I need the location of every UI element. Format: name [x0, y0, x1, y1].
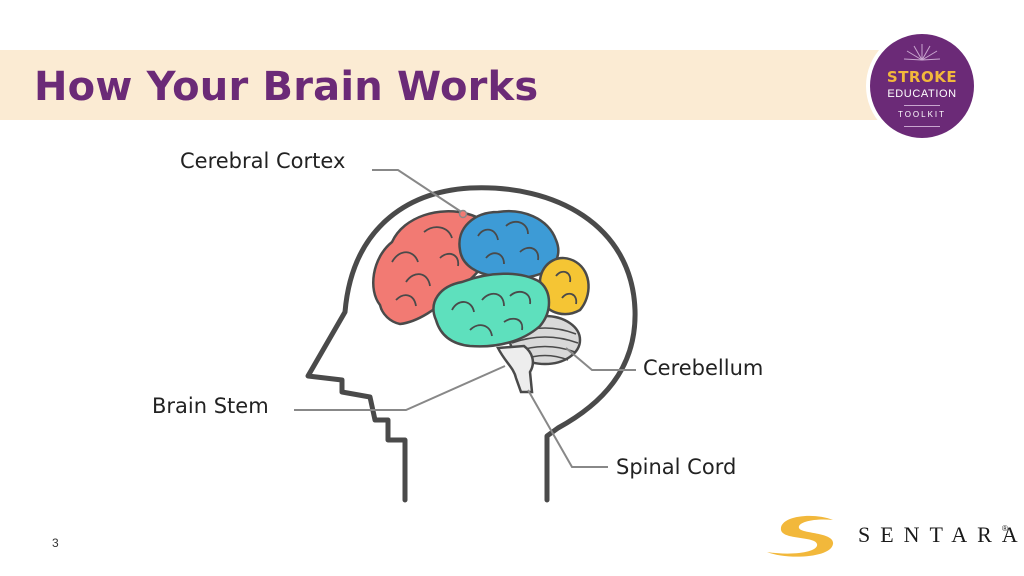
cerebral-cortex-leader — [372, 169, 464, 214]
brain-stem-label: Brain Stem — [152, 394, 269, 418]
cerebellum-label: Cerebellum — [643, 356, 764, 380]
brain-stem-leader — [294, 365, 506, 411]
title-band — [0, 50, 900, 120]
badge-circle: STROKE EDUCATION TOOLKIT — [870, 34, 974, 138]
cerebellum-leader — [565, 347, 636, 371]
brain-stem-shape — [496, 344, 535, 394]
cerebral-cortex-label: Cerebral Cortex — [180, 149, 346, 173]
brain-diagram — [294, 169, 638, 503]
badge-education-text: EDUCATION — [887, 88, 957, 100]
badge-divider — [904, 126, 940, 127]
sunburst-icon — [903, 44, 941, 61]
badge-divider — [904, 105, 940, 106]
page-number: 3 — [52, 536, 59, 550]
sentara-wordmark: SENTARA — [858, 522, 1024, 547]
occipital-lobe — [538, 256, 590, 316]
head-outline — [305, 185, 638, 503]
registered-mark: ® — [1002, 524, 1008, 533]
sentara-logo-icon — [767, 515, 834, 557]
spinal-cord-leader — [527, 389, 608, 468]
badge-toolkit-text: TOOLKIT — [897, 110, 947, 119]
temporal-lobe — [432, 272, 551, 348]
stroke-education-toolkit-badge: STROKE EDUCATION TOOLKIT — [866, 30, 978, 142]
leader-lines — [294, 169, 636, 468]
badge-stroke-text: STROKE — [886, 68, 958, 86]
spinal-cord-label: Spinal Cord — [616, 455, 737, 479]
slide-title: How Your Brain Works — [34, 64, 539, 110]
